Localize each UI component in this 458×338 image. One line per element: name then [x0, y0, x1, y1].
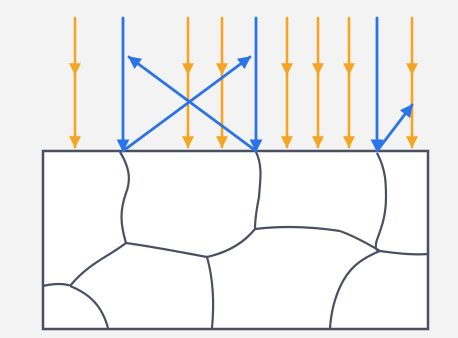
grain-boundary-line [69, 242, 127, 287]
groove-reflected-ray-arrow [375, 103, 414, 153]
groove-reflected-ray-arrow [121, 55, 252, 153]
grain-boundary-line [42, 282, 72, 288]
grooved-rays [116, 16, 414, 153]
grain-boundary-line [379, 249, 429, 256]
grain-boundary-line [254, 225, 341, 233]
vertical-rays [69, 16, 418, 149]
grain-boundary-line [253, 151, 262, 230]
sample-outline [41, 149, 430, 331]
grain-boundary-line [328, 249, 381, 329]
grain-boundary-line [125, 241, 208, 259]
grain-boundary-line [205, 256, 215, 329]
grain-boundary-line [374, 152, 388, 253]
grain-boundary-line [206, 228, 256, 259]
sample-block [43, 151, 428, 329]
grain-boundary-line [69, 284, 110, 329]
grain-boundary-line [119, 151, 130, 244]
grain-boundaries [42, 151, 429, 329]
groove-reflected-ray-arrow [127, 55, 258, 153]
